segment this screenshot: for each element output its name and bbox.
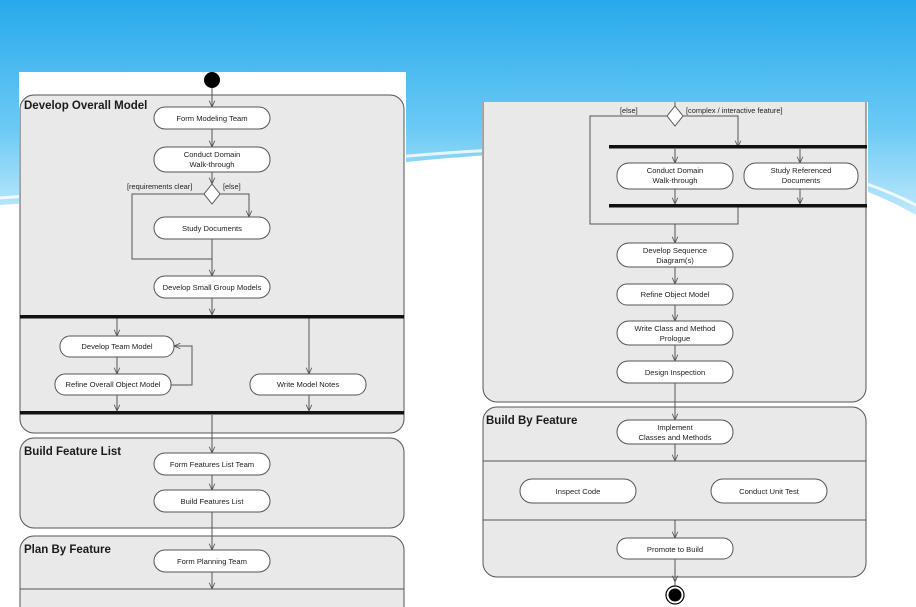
svg-text:Prologue: Prologue bbox=[660, 334, 690, 343]
activity-conduct-domain-walkthrough: Conduct Domain Walk-through bbox=[153, 146, 271, 173]
decision-node bbox=[666, 105, 684, 127]
activity-promote-to-build: Promote to Build bbox=[616, 537, 734, 560]
svg-text:Develop Sequence: Develop Sequence bbox=[643, 246, 707, 255]
svg-text:Write Class and Method: Write Class and Method bbox=[635, 324, 716, 333]
svg-text:Promote to Build: Promote to Build bbox=[647, 545, 703, 554]
flow-arrow bbox=[220, 193, 249, 217]
svg-text:Build Features List: Build Features List bbox=[181, 497, 245, 506]
swimlane-title: Develop Overall Model bbox=[24, 100, 147, 112]
initial-node bbox=[204, 72, 220, 88]
svg-text:Refine Overall Object Model: Refine Overall Object Model bbox=[66, 380, 161, 389]
activity-implement-classes-methods: Implement Classes and Methods bbox=[616, 419, 734, 445]
join-bar bbox=[609, 204, 867, 208]
activity-develop-sequence-diagrams: Develop Sequence Diagram(s) bbox=[616, 242, 734, 268]
svg-text:Design Inspection: Design Inspection bbox=[645, 368, 705, 377]
activity-form-modeling-team: Form Modeling Team bbox=[153, 106, 271, 130]
final-node bbox=[665, 585, 685, 605]
right-diagram-panel: Build By Feature [else] [complex / inter… bbox=[482, 102, 868, 582]
right-activity-diagram: Build By Feature [else] [complex / inter… bbox=[482, 102, 867, 582]
svg-text:Study Documents: Study Documents bbox=[182, 224, 242, 233]
flow-arrow bbox=[674, 582, 676, 587]
svg-text:Write Model Notes: Write Model Notes bbox=[277, 380, 340, 389]
svg-text:Implement: Implement bbox=[657, 423, 693, 432]
guard-label: [complex / interactive feature] bbox=[686, 106, 783, 115]
svg-text:Documents: Documents bbox=[782, 176, 821, 185]
svg-text:Refine Object Model: Refine Object Model bbox=[641, 290, 710, 299]
svg-text:Study Referenced: Study Referenced bbox=[771, 166, 832, 175]
left-activity-diagram: Develop Overall Model Build Feature List… bbox=[19, 72, 405, 607]
activity-inspect-code: Inspect Code bbox=[519, 478, 637, 504]
svg-text:Walk-through: Walk-through bbox=[190, 160, 235, 169]
activity-form-features-list-team: Form Features List Team bbox=[153, 452, 271, 476]
flow-arrow bbox=[675, 207, 739, 225]
flow-arrow bbox=[171, 346, 193, 386]
svg-text:Develop Team Model: Develop Team Model bbox=[81, 342, 153, 351]
activity-refine-object-model: Refine Object Model bbox=[616, 283, 734, 306]
activity-study-documents: Study Documents bbox=[153, 216, 271, 240]
flow-arrow bbox=[589, 115, 675, 225]
flow-arrow bbox=[683, 115, 738, 147]
join-bar bbox=[20, 411, 404, 415]
svg-text:Conduct Unit Test: Conduct Unit Test bbox=[739, 487, 800, 496]
swimlane-title: Build Feature List bbox=[24, 446, 121, 458]
activity-develop-small-group-models: Develop Small Group Models bbox=[153, 275, 271, 299]
fork-bar bbox=[20, 315, 404, 319]
svg-text:Form Planning Team: Form Planning Team bbox=[177, 557, 247, 566]
decision-node bbox=[203, 183, 221, 205]
svg-text:Form Features List Team: Form Features List Team bbox=[170, 460, 254, 469]
activity-refine-overall-object-model: Refine Overall Object Model bbox=[54, 373, 172, 396]
svg-text:Conduct Domain: Conduct Domain bbox=[647, 166, 704, 175]
guard-label: [requirements clear] bbox=[127, 182, 192, 191]
svg-text:Inspect Code: Inspect Code bbox=[556, 487, 601, 496]
left-diagram-panel: Develop Overall Model Build Feature List… bbox=[19, 72, 406, 607]
svg-text:Walk-through: Walk-through bbox=[653, 176, 698, 185]
activity-develop-team-model: Develop Team Model bbox=[59, 335, 175, 358]
guard-label: [else] bbox=[223, 182, 241, 191]
activity-study-referenced-documents: Study Referenced Documents bbox=[743, 162, 859, 190]
svg-text:Conduct Domain: Conduct Domain bbox=[184, 150, 241, 159]
activity-conduct-domain-walkthrough: Conduct Domain Walk-through bbox=[616, 162, 734, 190]
guard-label: [else] bbox=[620, 106, 638, 115]
activity-build-features-list: Build Features List bbox=[153, 489, 271, 513]
svg-text:Develop Small Group Models: Develop Small Group Models bbox=[163, 283, 262, 292]
flow-arrow bbox=[131, 193, 212, 260]
activity-write-model-notes: Write Model Notes bbox=[249, 373, 367, 396]
activity-design-inspection: Design Inspection bbox=[616, 360, 734, 384]
svg-text:Form Modeling Team: Form Modeling Team bbox=[176, 114, 247, 123]
activity-conduct-unit-test: Conduct Unit Test bbox=[710, 478, 828, 504]
swimlane-title: Plan By Feature bbox=[24, 544, 111, 556]
fork-bar bbox=[609, 145, 867, 149]
svg-text:Diagram(s): Diagram(s) bbox=[656, 256, 694, 265]
svg-text:Classes and Methods: Classes and Methods bbox=[638, 433, 711, 442]
activity-write-class-method-prologue: Write Class and Method Prologue bbox=[616, 320, 734, 346]
activity-form-planning-team: Form Planning Team bbox=[153, 549, 271, 573]
swimlane-title: Build By Feature bbox=[486, 415, 577, 427]
